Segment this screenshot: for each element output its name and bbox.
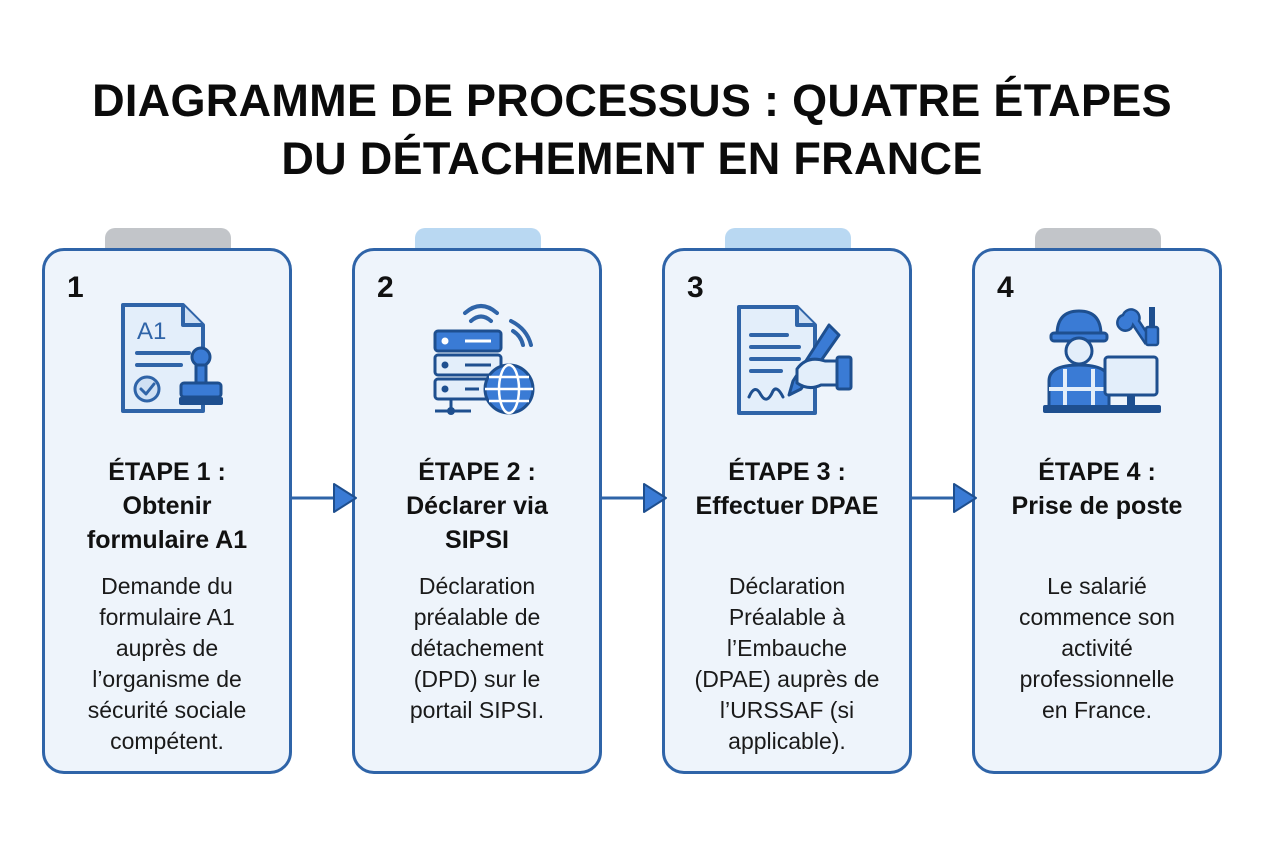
step-2-desc-line: Déclaration xyxy=(418,573,536,599)
step-4-number: 4 xyxy=(997,271,1014,304)
connector-arrow-2-3 xyxy=(602,483,667,513)
step-2-title-line: ÉTAPE 2 : xyxy=(418,458,536,486)
step-2-desc-line: préalable de xyxy=(413,604,541,630)
step-3-title-line: ÉTAPE 3 : xyxy=(728,458,846,486)
server-globe-icon xyxy=(433,304,535,415)
step-1-title-line: ÉTAPE 1 : xyxy=(108,458,226,486)
step-4-title-line: Prise de poste xyxy=(1011,492,1183,520)
step-4-desc-line: activité xyxy=(1061,635,1133,661)
step-1-number: 1 xyxy=(67,271,84,304)
title-line-1: DIAGRAMME DE PROCESSUS : QUATRE ÉTAPES xyxy=(92,75,1172,126)
step-2-desc-line: portail SIPSI. xyxy=(409,697,545,723)
step-1-desc-line: auprès de xyxy=(115,635,219,661)
connector-arrow-1-2 xyxy=(292,483,357,513)
a1-form-stamp-icon: A1 xyxy=(121,303,223,413)
step-2-title-line: Déclarer via xyxy=(406,492,548,520)
step-4-title: ÉTAPE 4 : Prise de poste xyxy=(985,455,1209,523)
step-1-desc-line: sécurité sociale xyxy=(87,697,247,723)
step-3-desc-line: Déclaration xyxy=(728,573,846,599)
step-3-desc-line: Préalable à xyxy=(728,604,846,630)
step-1-description: Demande du formulaire A1 auprès de l’org… xyxy=(57,571,277,757)
step-3-number: 3 xyxy=(687,271,704,304)
step-4-card: 4 ÉTAPE 4 : Prise de poste Le salarié co… xyxy=(972,248,1222,774)
step-3-description: Déclaration Préalable à l’Embauche (DPAE… xyxy=(677,571,897,757)
title-line-2: DU DÉTACHEMENT EN FRANCE xyxy=(281,133,983,184)
form-a1-label: A1 xyxy=(137,318,166,345)
step-4-desc-line: professionnelle xyxy=(1019,666,1175,692)
step-2-desc-line: détachement xyxy=(410,635,544,661)
step-4-desc-line: commence son xyxy=(1019,604,1175,630)
worker-computer-icon xyxy=(1043,307,1161,413)
step-4-desc-line: Le salarié xyxy=(1047,573,1147,599)
step-2-desc-line: (DPD) sur le xyxy=(413,666,541,692)
step-2-title: ÉTAPE 2 : Déclarer via SIPSI xyxy=(365,455,589,557)
step-3-title: ÉTAPE 3 : Effectuer DPAE xyxy=(675,455,899,523)
step-2-number: 2 xyxy=(377,271,394,304)
step-1-desc-line: formulaire A1 xyxy=(99,604,235,630)
page-title: DIAGRAMME DE PROCESSUS : QUATRE ÉTAPES D… xyxy=(0,72,1264,188)
step-4-desc-line: en France. xyxy=(1042,697,1152,723)
step-1-title-line: Obtenir xyxy=(122,492,212,520)
step-3-desc-line: applicable). xyxy=(728,728,846,754)
connector-arrow-3-4 xyxy=(912,483,977,513)
step-3-title-line: Effectuer DPAE xyxy=(695,492,879,520)
step-2-card: 2 ÉTAPE 2 : Déclarer via SIPSI Déclarati… xyxy=(352,248,602,774)
step-1-card: 1 A1 ÉTAPE 1 : Obtenir formulaire A1 Dem… xyxy=(42,248,292,774)
step-1-desc-line: compétent. xyxy=(110,728,224,754)
step-3-desc-line: l’URSSAF (si xyxy=(719,697,855,723)
document-signing-icon xyxy=(737,305,853,415)
step-3-card: 3 ÉTAPE 3 : Effectuer DPAE Déclaration P… xyxy=(662,248,912,774)
step-4-description: Le salarié commence son activité profess… xyxy=(987,571,1207,726)
step-1-desc-line: Demande du xyxy=(101,573,233,599)
step-1-title-line: formulaire A1 xyxy=(86,526,248,554)
step-4-title-line: ÉTAPE 4 : xyxy=(1038,458,1156,486)
step-1-title: ÉTAPE 1 : Obtenir formulaire A1 xyxy=(55,455,279,557)
step-1-desc-line: l’organisme de xyxy=(92,666,242,692)
step-2-description: Déclaration préalable de détachement (DP… xyxy=(367,571,587,726)
step-3-desc-line: l’Embauche xyxy=(726,635,848,661)
step-3-desc-line: (DPAE) auprès de xyxy=(694,666,880,692)
step-2-title-line: SIPSI xyxy=(445,526,509,554)
